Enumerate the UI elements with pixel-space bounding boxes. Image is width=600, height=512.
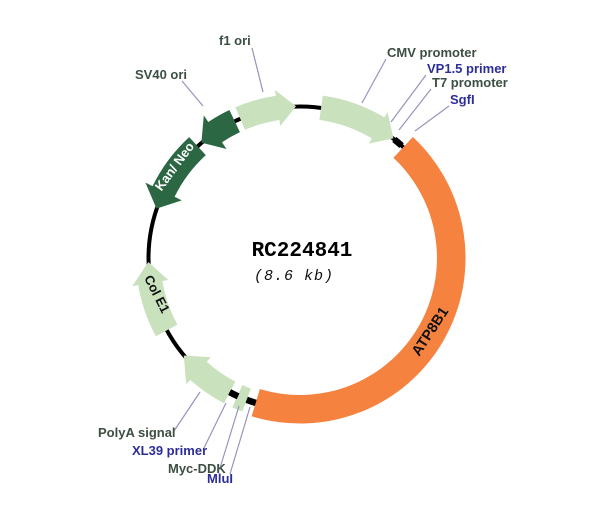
polya-signal-label: PolyA signal	[98, 425, 176, 440]
sv40-ori-label: SV40 ori	[135, 67, 187, 82]
feature-arc-cmv-promoter	[319, 95, 394, 144]
xl39-site-tick	[228, 389, 240, 400]
mlui-label-leader-line	[229, 406, 251, 475]
xl39-primer-label-leader-line	[202, 402, 227, 451]
cmv-promoter-label-leader-line	[361, 58, 387, 104]
mlui-site-tick	[245, 396, 257, 407]
leader-lines-layer	[173, 47, 450, 475]
feature-arc-col-e1	[132, 262, 178, 337]
feature-arc-f1-ori	[235, 89, 296, 130]
feature-arc-polya-signal	[183, 355, 236, 404]
t7-promoter-label-leader-line	[398, 88, 432, 131]
feature-arc-kan-neo	[145, 137, 206, 209]
vp15-primer-label-leader-line	[390, 74, 427, 123]
sgfi-label: SgfI	[450, 92, 475, 107]
feature-arc-sv40-ori	[201, 110, 240, 149]
polya-signal-label-leader-line	[173, 391, 201, 432]
restriction-site-ticks-layer	[228, 136, 404, 407]
plasmid-title: RC224841	[252, 240, 353, 263]
mlui-label: MluI	[207, 471, 233, 486]
vp15-primer-label: VP1.5 primer	[427, 61, 507, 76]
myc-ddk-label-leader-line	[219, 405, 240, 469]
t7-promoter-label: T7 promoter	[432, 75, 508, 90]
f1-ori-label: f1 ori	[219, 33, 251, 48]
feature-arc-myc-ddk-tag	[232, 385, 251, 412]
sgfi-label-leader-line	[414, 105, 450, 132]
t7-site-tick	[392, 136, 404, 149]
feature-arc-atp8b1-gene	[251, 137, 466, 424]
feature-arcs-layer	[132, 89, 466, 424]
xl39-primer-label: XL39 primer	[132, 443, 207, 458]
sv40-ori-label-leader-line	[181, 80, 204, 107]
myc-ddk-label: Myc-DDK	[168, 461, 226, 476]
plasmid-size: (8.6 kb)	[254, 268, 334, 285]
cmv-promoter-label: CMV promoter	[387, 45, 477, 60]
f1-ori-label-leader-line	[251, 47, 264, 93]
